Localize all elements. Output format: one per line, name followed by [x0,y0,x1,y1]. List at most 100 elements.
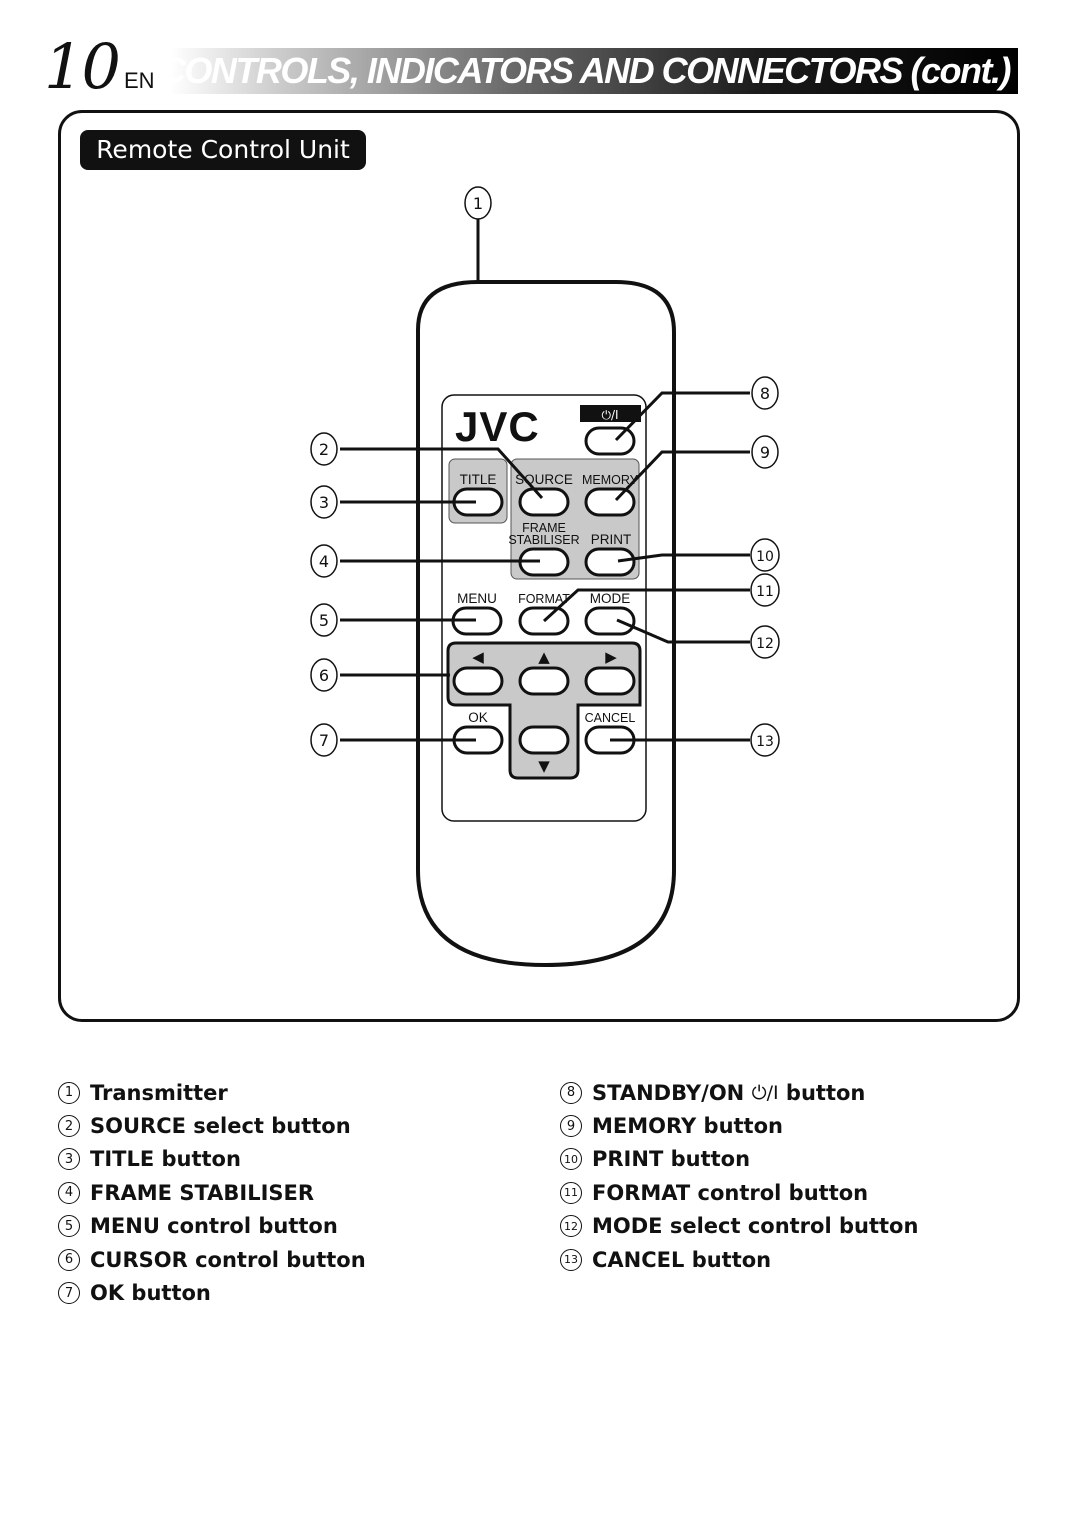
legend-number: 6 [58,1248,80,1271]
label-cancel: CANCEL [585,711,636,725]
legend-text: TITLE button [90,1147,241,1172]
label-format: FORMAT [518,592,570,606]
legend-text: SOURCE select button [90,1114,351,1139]
callout-circle-12 [750,625,780,659]
legend-text: OK button [90,1281,211,1306]
callout-line-9 [614,450,750,502]
power-label-box [580,405,641,422]
label-frame: FRAME [522,521,566,535]
power-label: ⏻/I [601,408,618,422]
power-icon: ⏻/I [751,1081,779,1104]
legend-item: 3 TITLE button [58,1143,366,1176]
jvc-logo: JVC [455,403,540,450]
legend-item: 12 MODE select control button [560,1210,918,1243]
callout-circle-6 [310,658,338,692]
callout-num-11: 11 [756,584,774,600]
legend-number: 13 [560,1248,582,1271]
callout-line-10 [617,553,750,563]
legend-item: 5 MENU control button [58,1210,366,1243]
arrow-down-icon: ▼ [538,757,550,775]
label-ok: OK [468,710,488,725]
legend-text-suffix: button [785,1080,866,1105]
callout-circle-1 [464,186,492,220]
arrow-left-icon: ◀ [472,648,484,666]
diagram-frame [58,110,1020,1022]
legend-right: 8 STANDBY/ON ⏻/I button 9 MEMORY button 10… [560,1076,918,1276]
cursor-right-button [584,666,636,696]
legend-number: 5 [58,1215,80,1238]
page-number: 10 [44,30,121,103]
legend-number: 9 [560,1115,582,1138]
legend-text: MEMORY button [592,1114,783,1139]
legend-number: 8 [560,1081,582,1104]
callout-circle-11 [750,573,780,607]
memory-button [584,487,636,517]
power-button [584,426,636,456]
legend-text: CURSOR control button [90,1247,366,1272]
callout-circle-5 [310,603,338,637]
legend-text: FORMAT control button [592,1180,869,1205]
legend-number: 7 [58,1282,80,1305]
callout-circle-4 [310,544,338,578]
legend-text: CANCEL button [592,1247,772,1272]
callout-num-12: 12 [756,636,774,652]
legend-text: MODE select control button [592,1214,919,1239]
legend-item: 8 STANDBY/ON ⏻/I button [560,1076,918,1109]
callout-line-12 [616,618,750,644]
title-bar: CONTROLS, INDICATORS AND CONNECTORS (con… [160,48,1018,94]
legend-item: 1 Transmitter [58,1076,366,1109]
arrow-right-icon: ▶ [605,648,617,666]
legend-number: 10 [560,1148,582,1171]
legend-item: 4 FRAME STABILISER [58,1176,366,1209]
callout-circle-13 [750,723,780,757]
callout-num-1: 1 [473,194,483,213]
callout-circle-3 [310,485,338,519]
callout-line-2 [340,447,544,500]
cursor-down-button [518,725,570,755]
legend-item: 6 CURSOR control button [58,1243,366,1276]
callout-num-13: 13 [756,734,774,750]
legend-number: 3 [58,1148,80,1171]
callout-line-11 [542,588,750,623]
legend-number: 1 [58,1081,80,1104]
callout-num-9: 9 [760,443,770,462]
legend-number: 11 [560,1181,582,1204]
legend-left: 1 Transmitter 2 SOURCE select button 3 TITL… [58,1076,366,1310]
label-stabiliser: STABILISER [508,533,579,547]
legend-text: FRAME STABILISER [90,1180,315,1205]
label-menu: MENU [457,591,497,606]
callout-circle-10 [750,538,780,572]
section-title: Remote Control Unit [80,130,366,170]
label-memory: MEMORY [582,473,639,487]
callout-num-2: 2 [319,440,329,459]
callout-num-7: 7 [319,731,329,750]
callout-line-8 [614,391,750,442]
callout-num-5: 5 [319,611,329,630]
callout-num-10: 10 [756,549,774,565]
callout-circle-9 [751,435,779,469]
legend-number: 4 [58,1181,80,1204]
cursor-left-button [452,666,504,696]
legend-text: PRINT button [592,1147,751,1172]
legend-text: MENU control button [90,1214,338,1239]
legend-number: 2 [58,1115,80,1138]
callout-circle-2 [310,432,338,466]
callout-num-8: 8 [760,384,770,403]
cursor-up-button [518,666,570,696]
legend-item: 13 CANCEL button [560,1243,918,1276]
arrow-up-icon: ▲ [538,648,550,666]
page-title: CONTROLS, INDICATORS AND CONNECTORS (con… [159,50,1012,91]
legend-item: 10 PRINT button [560,1143,918,1176]
legend-number: 12 [560,1215,582,1238]
label-mode: MODE [590,591,631,606]
legend-item: 9 MEMORY button [560,1109,918,1142]
mode-button [584,606,636,636]
legend-item: 11 FORMAT control button [560,1176,918,1209]
callout-num-3: 3 [319,493,329,512]
page-header: 10 EN CONTROLS, INDICATORS AND CONNECTOR… [0,36,1080,100]
legend-text: STANDBY/ON [592,1080,745,1105]
page-language: EN [124,68,155,93]
callout-num-6: 6 [319,666,329,685]
legend-text: Transmitter [90,1080,228,1105]
